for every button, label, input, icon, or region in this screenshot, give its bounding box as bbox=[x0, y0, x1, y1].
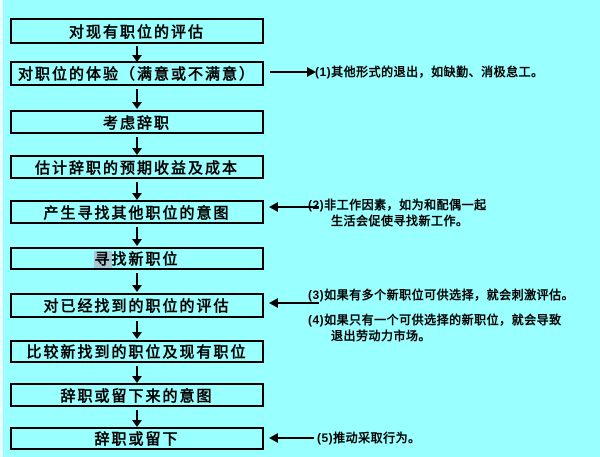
annotation-arrow-left-3 bbox=[269, 298, 319, 308]
annotation-4-line2: 退出劳动力市场。 bbox=[331, 329, 432, 343]
flow-box-estimate-costs-benefits: 估计辞职的预期收益及成本 bbox=[10, 155, 264, 179]
flow-box-evaluate-current-position: 对现有职位的评估 bbox=[10, 18, 264, 44]
flow-box-label: 产生寻找其他职位的意图 bbox=[43, 204, 231, 222]
annotation-1: (1)其他形式的退出，如缺勤、消极怠工。 bbox=[315, 64, 544, 80]
flow-box-label: 辞职或留下来的意图 bbox=[60, 387, 214, 405]
flow-box-consider-quitting: 考虑辞职 bbox=[10, 110, 264, 134]
flow-arrow-down-5 bbox=[132, 227, 142, 246]
highlighted-character: 寻 bbox=[94, 251, 112, 268]
flow-arrow-down-8 bbox=[132, 366, 142, 383]
flow-box-job-experience: 对职位的体验（满意或不满意） bbox=[10, 61, 264, 86]
annotation-5-line1: (5)推动采取行为。 bbox=[317, 431, 421, 445]
flow-box-label-rest: 找新职位 bbox=[111, 251, 180, 268]
flow-box-intention-search-other-jobs: 产生寻找其他职位的意图 bbox=[10, 200, 264, 224]
flow-box-label: 辞职或留下 bbox=[94, 431, 180, 448]
annotation-4: (4)如果只有一个可供选择的新职位，就会导致 退出劳动力市场。 bbox=[308, 312, 562, 344]
flow-arrow-down-4 bbox=[132, 182, 142, 200]
annotation-3: (3)如果有多个新职位可供选择，就会刺激评估。 bbox=[308, 287, 574, 303]
annotation-arrow-right-1 bbox=[270, 67, 316, 77]
flow-box-label: 对已经找到的职位的评估 bbox=[43, 298, 231, 315]
annotation-3-line1: (3)如果有多个新职位可供选择，就会刺激评估。 bbox=[308, 288, 575, 302]
flow-box-search-new-position: 寻找新职位 bbox=[10, 247, 264, 270]
flow-box-label: 对职位的体验（满意或不满意） bbox=[17, 66, 256, 83]
flow-arrow-down-1 bbox=[132, 46, 142, 62]
annotation-2: (2)非工作因素，如为和配偶一起 生活会促使寻找新工作。 bbox=[308, 197, 487, 229]
annotation-arrow-left-5 bbox=[269, 433, 314, 443]
flow-arrow-down-9 bbox=[132, 410, 142, 427]
flow-box-evaluate-found-positions: 对已经找到的职位的评估 bbox=[10, 293, 264, 318]
annotation-arrow-left-2 bbox=[269, 202, 319, 212]
annotation-2-line2: 生活会促使寻找新工作。 bbox=[331, 214, 469, 228]
flow-box-label: 考虑辞职 bbox=[102, 114, 171, 132]
annotation-5: (5)推动采取行为。 bbox=[317, 430, 421, 446]
annotation-1-line1: (1)其他形式的退出，如缺勤、消极怠工。 bbox=[315, 65, 544, 79]
flow-arrow-down-6 bbox=[132, 273, 142, 292]
flow-box-label: 估计辞职的预期收益及成本 bbox=[34, 159, 239, 177]
flow-box-intention-quit-or-stay: 辞职或留下来的意图 bbox=[10, 383, 264, 407]
annotation-4-line1: (4)如果只有一个可供选择的新职位，就会导致 bbox=[308, 313, 562, 327]
flow-box-compare-new-vs-current: 比较新找到的职位及现有职位 bbox=[10, 340, 264, 363]
flow-box-label: 比较新找到的职位及现有职位 bbox=[26, 344, 248, 361]
scan-edge-artifact bbox=[0, 0, 3, 457]
flow-box-label: 对现有职位的评估 bbox=[68, 23, 205, 41]
flow-arrow-down-7 bbox=[132, 321, 142, 339]
flow-arrow-down-3 bbox=[132, 137, 142, 155]
flow-box-quit-or-stay: 辞职或留下 bbox=[10, 427, 264, 450]
flow-arrow-down-2 bbox=[132, 89, 142, 109]
flow-box-label: 寻找新职位 bbox=[94, 248, 179, 269]
annotation-2-line1: (2)非工作因素，如为和配偶一起 bbox=[308, 198, 487, 212]
